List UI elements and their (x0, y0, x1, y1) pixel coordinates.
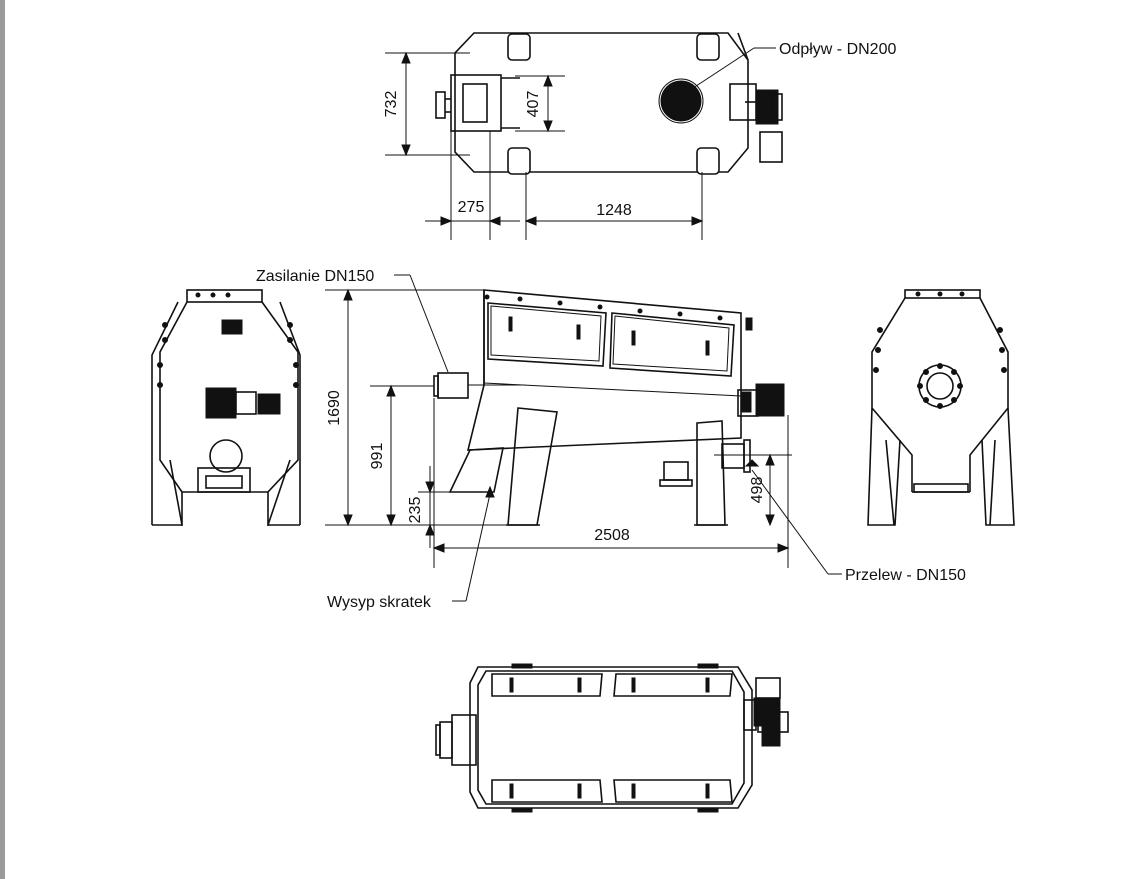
outlet-dn200-circle (660, 80, 702, 122)
page-edge-border (0, 0, 5, 879)
top-view: 732 407 275 1248 Odpływ - DN200 (383, 32, 896, 240)
dim-2508: 2508 (594, 527, 630, 544)
right-end-view (867, 289, 1015, 526)
left-end-view (151, 289, 301, 526)
side-view: 1690 991 235 2508 498 Zasilanie DN150 Pr… (256, 268, 966, 611)
dim-235: 235 (407, 497, 424, 524)
bottom-view (435, 663, 789, 813)
dim-1690: 1690 (326, 390, 343, 426)
dim-991: 991 (369, 443, 386, 470)
dim-498: 498 (749, 477, 766, 504)
dim-1248: 1248 (596, 202, 632, 219)
callout-screenings: Wysyp skratek (327, 594, 432, 611)
dim-407: 407 (525, 91, 542, 118)
callout-inlet: Zasilanie DN150 (256, 268, 374, 285)
dim-275: 275 (458, 199, 485, 216)
dim-732: 732 (383, 91, 400, 118)
callout-overflow: Przelew - DN150 (845, 567, 966, 584)
callout-outlet: Odpływ - DN200 (779, 41, 896, 58)
